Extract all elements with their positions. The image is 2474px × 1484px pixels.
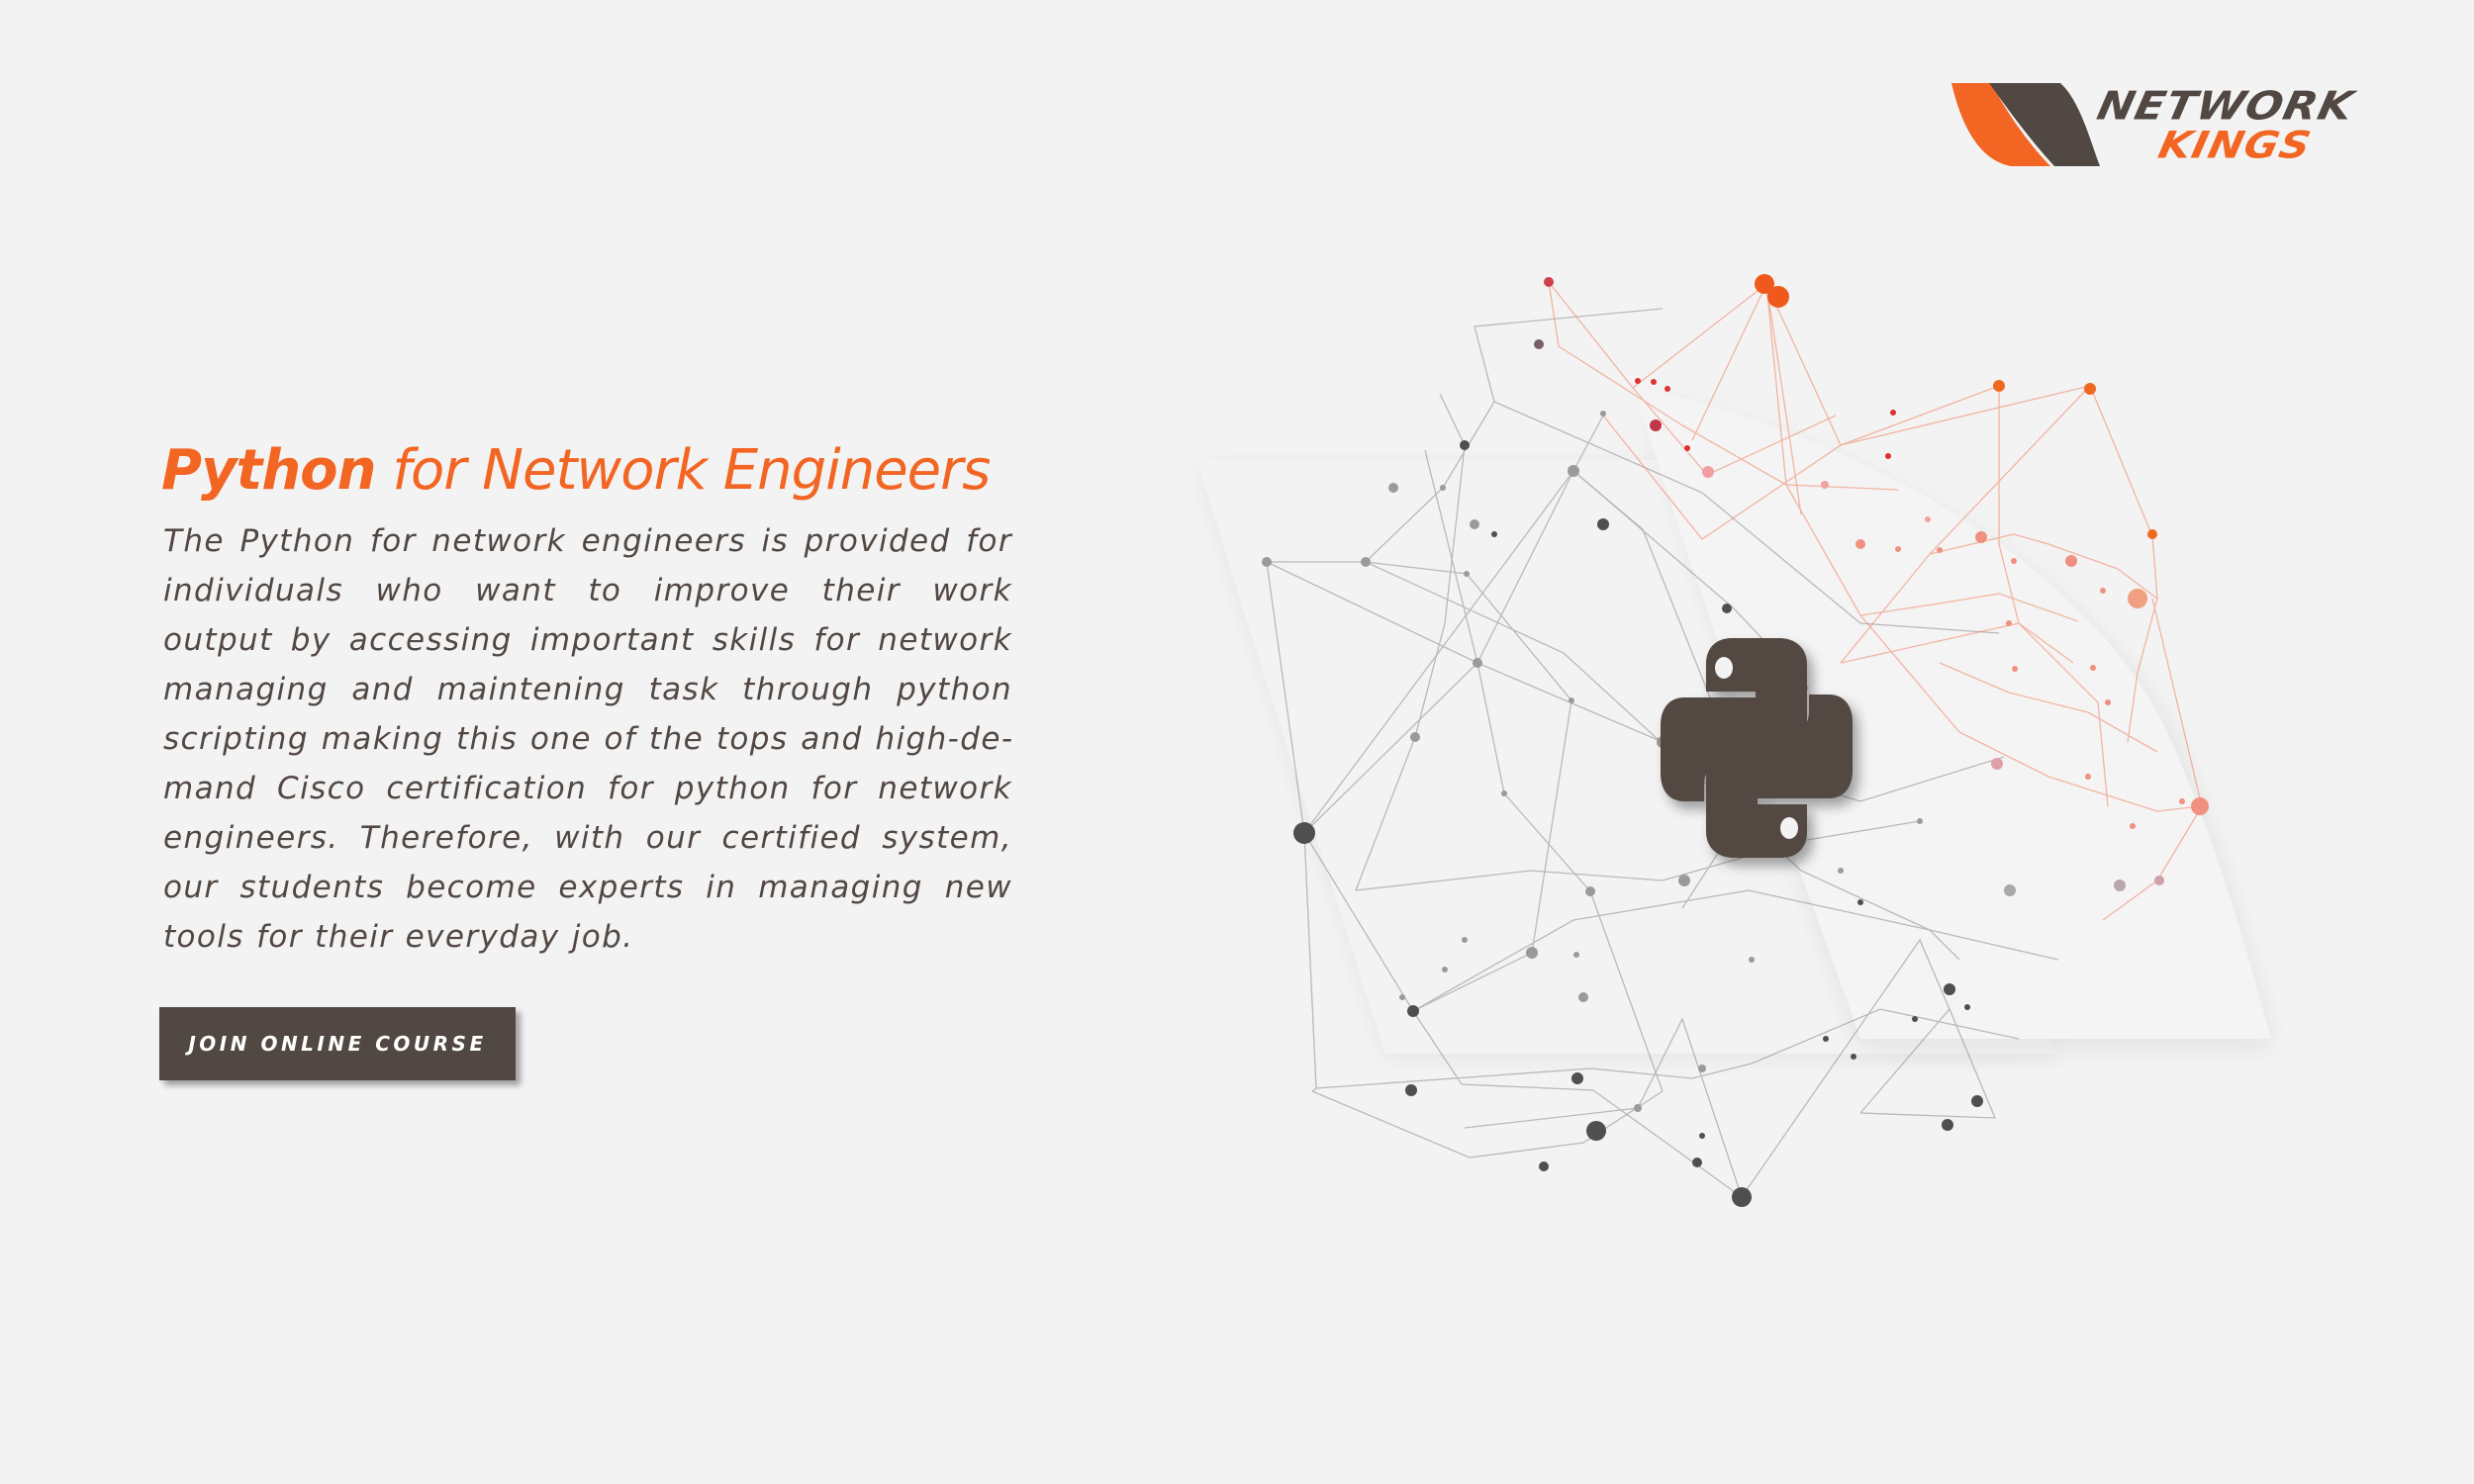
title-rest: for Network Engineers: [375, 438, 991, 503]
hero-content: Python for Network Engineers The Python …: [161, 431, 1012, 962]
swoosh-shape-icon: [1197, 386, 2276, 1059]
join-online-course-button[interactable]: Join Online Course: [159, 1007, 516, 1080]
page-title: Python for Network Engineers: [161, 431, 1012, 510]
course-description: The Python for network engineers is prov…: [163, 523, 1012, 955]
python-logo-icon: [1661, 638, 1853, 858]
logo-kings-text: KINGS: [2154, 123, 2316, 167]
logo-mark-icon: [1951, 83, 2100, 166]
network-kings-logo[interactable]: NETWORK KINGS: [1951, 81, 2397, 170]
network-graphic: [1168, 247, 2395, 1237]
network-nodes-graphic: [1197, 274, 2276, 1207]
title-python: Python: [161, 438, 377, 503]
